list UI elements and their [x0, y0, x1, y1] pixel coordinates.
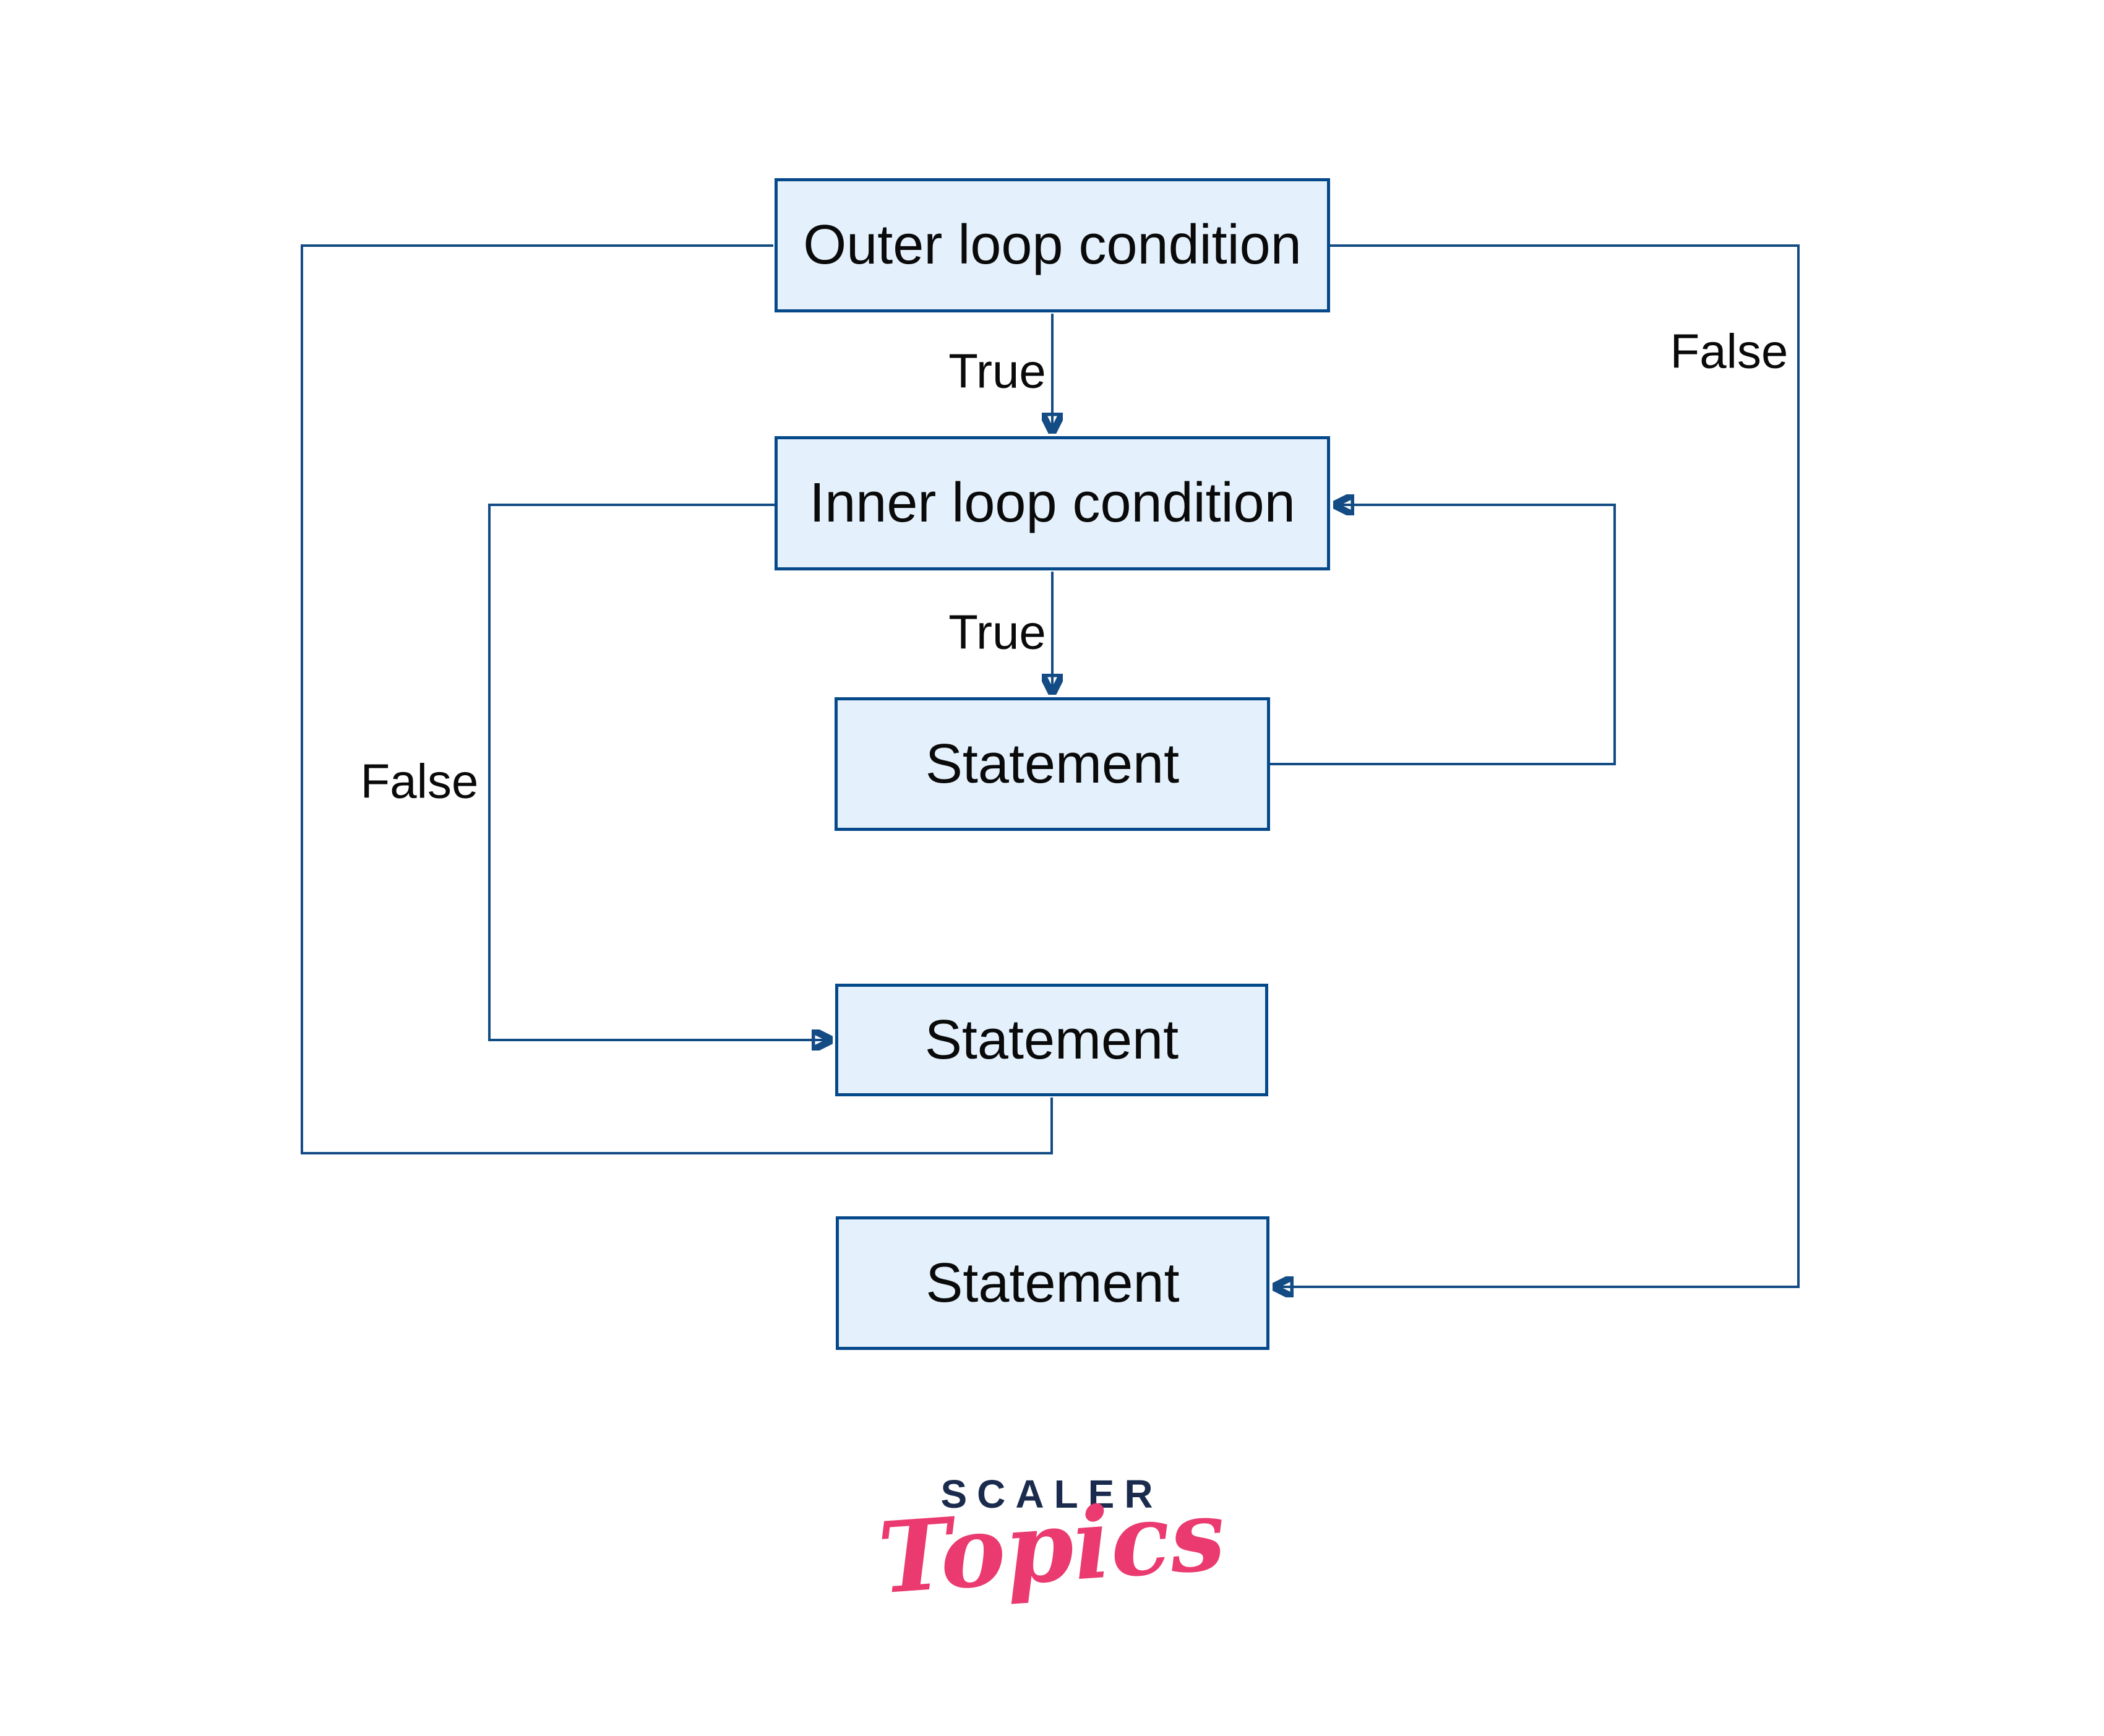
node-outer-statement: Statement: [835, 984, 1268, 1096]
node-exit-statement: Statement: [836, 1216, 1269, 1350]
node-exit-statement-label: Statement: [925, 1252, 1180, 1314]
edge-outer-loopback: [301, 244, 1053, 1154]
node-inner-statement: Statement: [835, 697, 1270, 831]
node-outer-loop-condition-label: Outer loop condition: [803, 214, 1302, 276]
node-outer-statement-label: Statement: [924, 1008, 1179, 1071]
edge-label-outer-false: False: [1670, 324, 1788, 379]
node-inner-loop-condition-label: Inner loop condition: [809, 472, 1295, 534]
node-inner-loop-condition: Inner loop condition: [775, 436, 1330, 570]
logo-wordmark-scaler: SCALER: [940, 1472, 1163, 1516]
edge-label-inner-false: False: [360, 754, 479, 809]
edge-label-inner-true: True: [948, 604, 1046, 660]
edge-outer-false-arrow: [1274, 244, 1800, 1287]
edge-inner-false-arrow: [488, 504, 831, 1040]
node-inner-statement-label: Statement: [925, 733, 1180, 795]
edge-label-outer-true: True: [948, 343, 1046, 398]
logo-wordmark-topics: Topics: [874, 1477, 1229, 1617]
node-outer-loop-condition: Outer loop condition: [775, 178, 1330, 312]
edge-inner-loopback-arrow: [1270, 505, 1616, 765]
